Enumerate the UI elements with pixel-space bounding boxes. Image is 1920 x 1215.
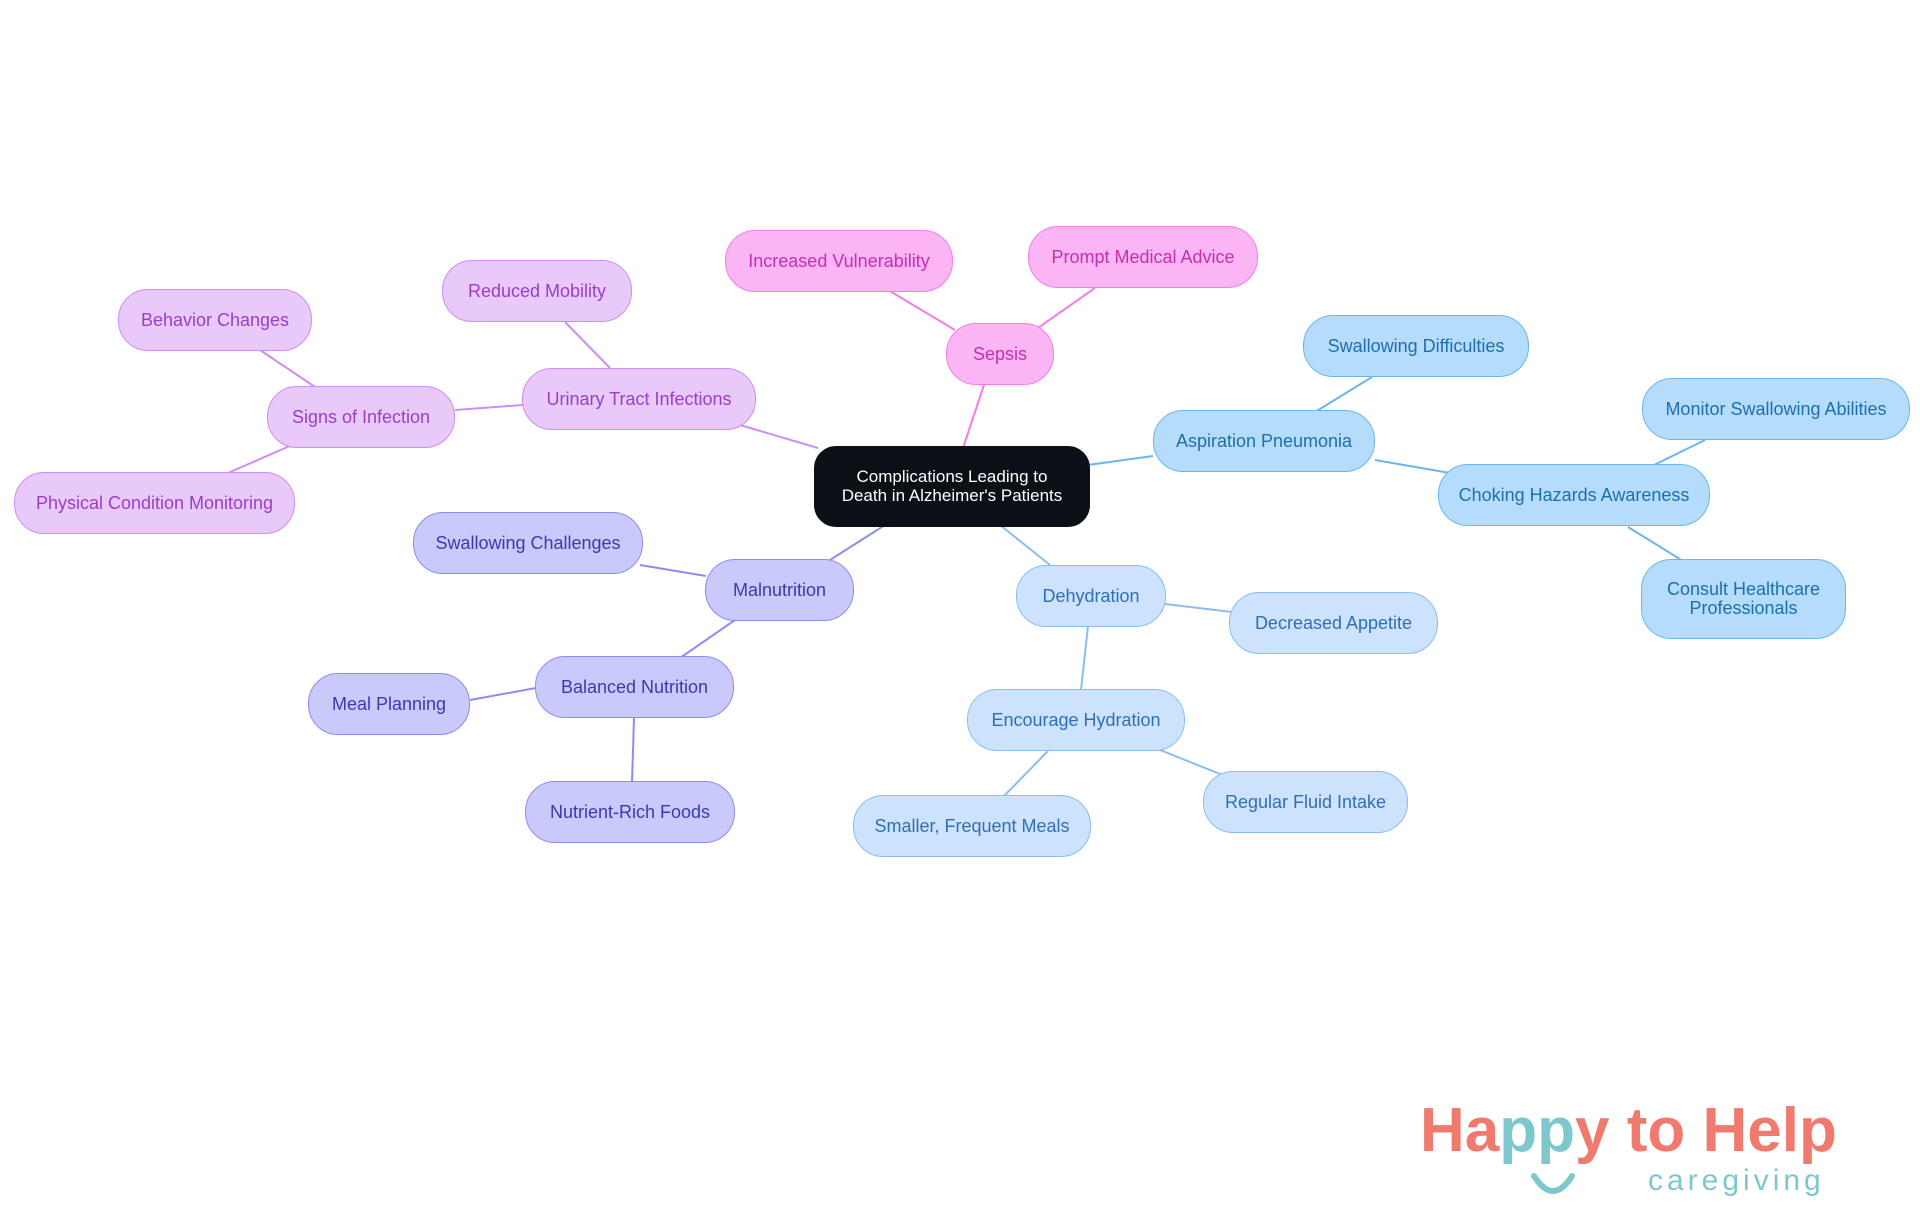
edge-choking-monitor [1649,439,1706,468]
node-consult-healthcare-professionals: Consult Healthcare Professionals [1641,559,1846,639]
edge-balanced-meal [469,687,537,701]
edge-mal-balanced [679,619,736,659]
node-swallowing-challenges: Swallowing Challenges [413,512,643,574]
edge-sepsis-medical [1034,287,1096,331]
node-choking-hazards-awareness: Choking Hazards Awareness [1438,464,1710,526]
edge-root-sepsis [962,381,986,449]
logo: Happy to Help caregiving [1420,1100,1900,1200]
node-reduced-mobility: Reduced Mobility [442,260,632,322]
root-node: Complications Leading to Death in Alzhei… [814,446,1090,527]
node-dehydration: Dehydration [1016,565,1166,627]
logo-word-ha: Ha [1420,1096,1500,1165]
edge-encourage-smaller [1002,750,1049,798]
edge-dehyd-encourage [1080,625,1089,691]
edge-encourage-regular [1159,749,1226,777]
logo-word-rest: y to Help [1575,1096,1837,1165]
node-sepsis: Sepsis [946,323,1054,385]
edge-signs-behavior [259,349,316,388]
edge-mal-swallowing [639,564,707,577]
node-decreased-appetite: Decreased Appetite [1229,592,1438,654]
edge-asp-swallowing [1314,376,1373,413]
edge-asp-choking [1374,459,1451,474]
root-label-line2: Death in Alzheimer's Patients [841,485,1063,505]
consult-label-line2: Professionals [1689,598,1798,618]
edge-sepsis-vulnerability [887,289,956,331]
node-regular-fluid-intake: Regular Fluid Intake [1203,771,1408,833]
edge-root-malnutrition [829,524,886,561]
node-aspiration-pneumonia: Aspiration Pneumonia [1153,410,1375,472]
node-swallowing-difficulties: Swallowing Difficulties [1303,315,1529,377]
node-urinary-tract-infections: Urinary Tract Infections [522,368,756,430]
node-behavior-changes: Behavior Changes [118,289,312,351]
logo-wordmark: Happy to Help [1420,1100,1837,1162]
node-physical-condition-monitoring: Physical Condition Monitoring [14,472,295,534]
node-signs-of-infection: Signs of Infection [267,386,455,448]
node-nutrient-rich-foods: Nutrient-Rich Foods [525,781,735,843]
edge-choking-consult [1627,526,1684,562]
logo-word-pp: pp [1499,1096,1576,1165]
logo-tagline: caregiving [1648,1164,1825,1197]
node-monitor-swallowing-abilities: Monitor Swallowing Abilities [1642,378,1910,440]
edge-root-uti [739,424,819,449]
node-smaller-frequent-meals: Smaller, Frequent Meals [853,795,1091,857]
consult-label-line1: Consult Healthcare [1666,579,1821,600]
edge-uti-signs [454,404,524,411]
edge-root-dehydration [999,524,1051,566]
node-meal-planning: Meal Planning [308,673,470,735]
edge-signs-physical [227,444,293,474]
edge-dehyd-appetite [1164,603,1233,613]
node-encourage-hydration: Encourage Hydration [967,689,1185,751]
edge-balanced-nutrient [631,717,635,784]
smile-icon [1531,1173,1575,1194]
node-malnutrition: Malnutrition [705,559,854,621]
node-balanced-nutrition: Balanced Nutrition [535,656,734,718]
edge-root-aspiration [1087,455,1154,466]
node-increased-vulnerability: Increased Vulnerability [725,230,953,292]
edge-uti-mobility [564,321,611,369]
root-label-line1: Complications Leading to [856,466,1048,486]
node-prompt-medical-advice: Prompt Medical Advice [1028,226,1258,288]
